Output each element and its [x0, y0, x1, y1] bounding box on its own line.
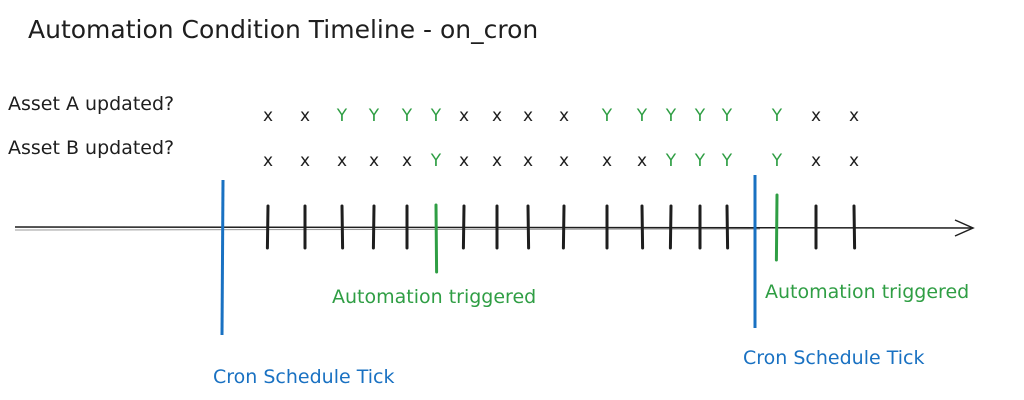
timeline-tick — [461, 204, 466, 250]
no-mark: x — [337, 151, 347, 171]
cron-schedule-tick-label-2: Cron Schedule Tick — [743, 347, 924, 369]
yes-mark: Y — [401, 106, 413, 126]
no-mark: x — [849, 151, 859, 171]
yes-mark: Y — [601, 106, 613, 126]
yes-mark: Y — [694, 151, 706, 171]
timeline-tick — [668, 204, 673, 250]
no-mark: x — [492, 151, 502, 171]
timeline-tick — [725, 204, 730, 250]
timeline-tick — [561, 204, 566, 250]
timeline-tick — [526, 204, 531, 250]
timeline-axis — [14, 219, 975, 237]
no-mark: x — [637, 151, 647, 171]
no-mark: x — [402, 151, 412, 171]
timeline-tick — [340, 204, 345, 250]
timeline-tick — [640, 204, 645, 250]
no-mark: x — [811, 151, 821, 171]
row-label-asset-b: Asset B updated? — [8, 137, 174, 159]
no-mark: x — [559, 151, 569, 171]
yes-mark: Y — [721, 106, 733, 126]
no-mark: x — [492, 106, 502, 126]
no-mark: x — [602, 151, 612, 171]
cron-schedule-tick-label-1: Cron Schedule Tick — [213, 366, 394, 388]
no-mark: x — [849, 106, 859, 126]
automation-triggered-label-1: Automation triggered — [332, 286, 536, 308]
no-mark: x — [369, 151, 379, 171]
no-mark: x — [523, 151, 533, 171]
yes-mark: Y — [721, 151, 733, 171]
no-mark: x — [300, 106, 310, 126]
trigger-tick — [434, 203, 439, 274]
yes-mark: Y — [636, 106, 648, 126]
no-mark: x — [559, 106, 569, 126]
yes-mark: Y — [771, 106, 783, 126]
yes-mark: Y — [771, 151, 783, 171]
cron-tick-line-1 — [220, 179, 225, 336]
timeline-tick — [852, 204, 857, 250]
diagram-title: Automation Condition Timeline - on_cron — [28, 15, 538, 44]
no-mark: x — [300, 151, 310, 171]
timeline-ticks — [265, 193, 857, 274]
yes-mark: Y — [336, 106, 348, 126]
no-mark: x — [523, 106, 533, 126]
arrow-head-icon — [954, 219, 975, 237]
yes-mark: Y — [665, 106, 677, 126]
timeline-tick — [371, 204, 376, 250]
no-mark: x — [811, 106, 821, 126]
no-mark: x — [459, 106, 469, 126]
trigger-tick — [774, 193, 779, 262]
yes-mark: Y — [368, 106, 380, 126]
no-mark: x — [263, 106, 273, 126]
timeline-tick — [265, 204, 270, 250]
automation-triggered-label-2: Automation triggered — [765, 281, 969, 303]
row-label-asset-a: Asset A updated? — [8, 93, 174, 115]
yes-mark: Y — [430, 151, 442, 171]
yes-mark: Y — [430, 106, 442, 126]
yes-mark: Y — [694, 106, 706, 126]
no-mark: x — [459, 151, 469, 171]
yes-mark: Y — [665, 151, 677, 171]
no-mark: x — [263, 151, 273, 171]
